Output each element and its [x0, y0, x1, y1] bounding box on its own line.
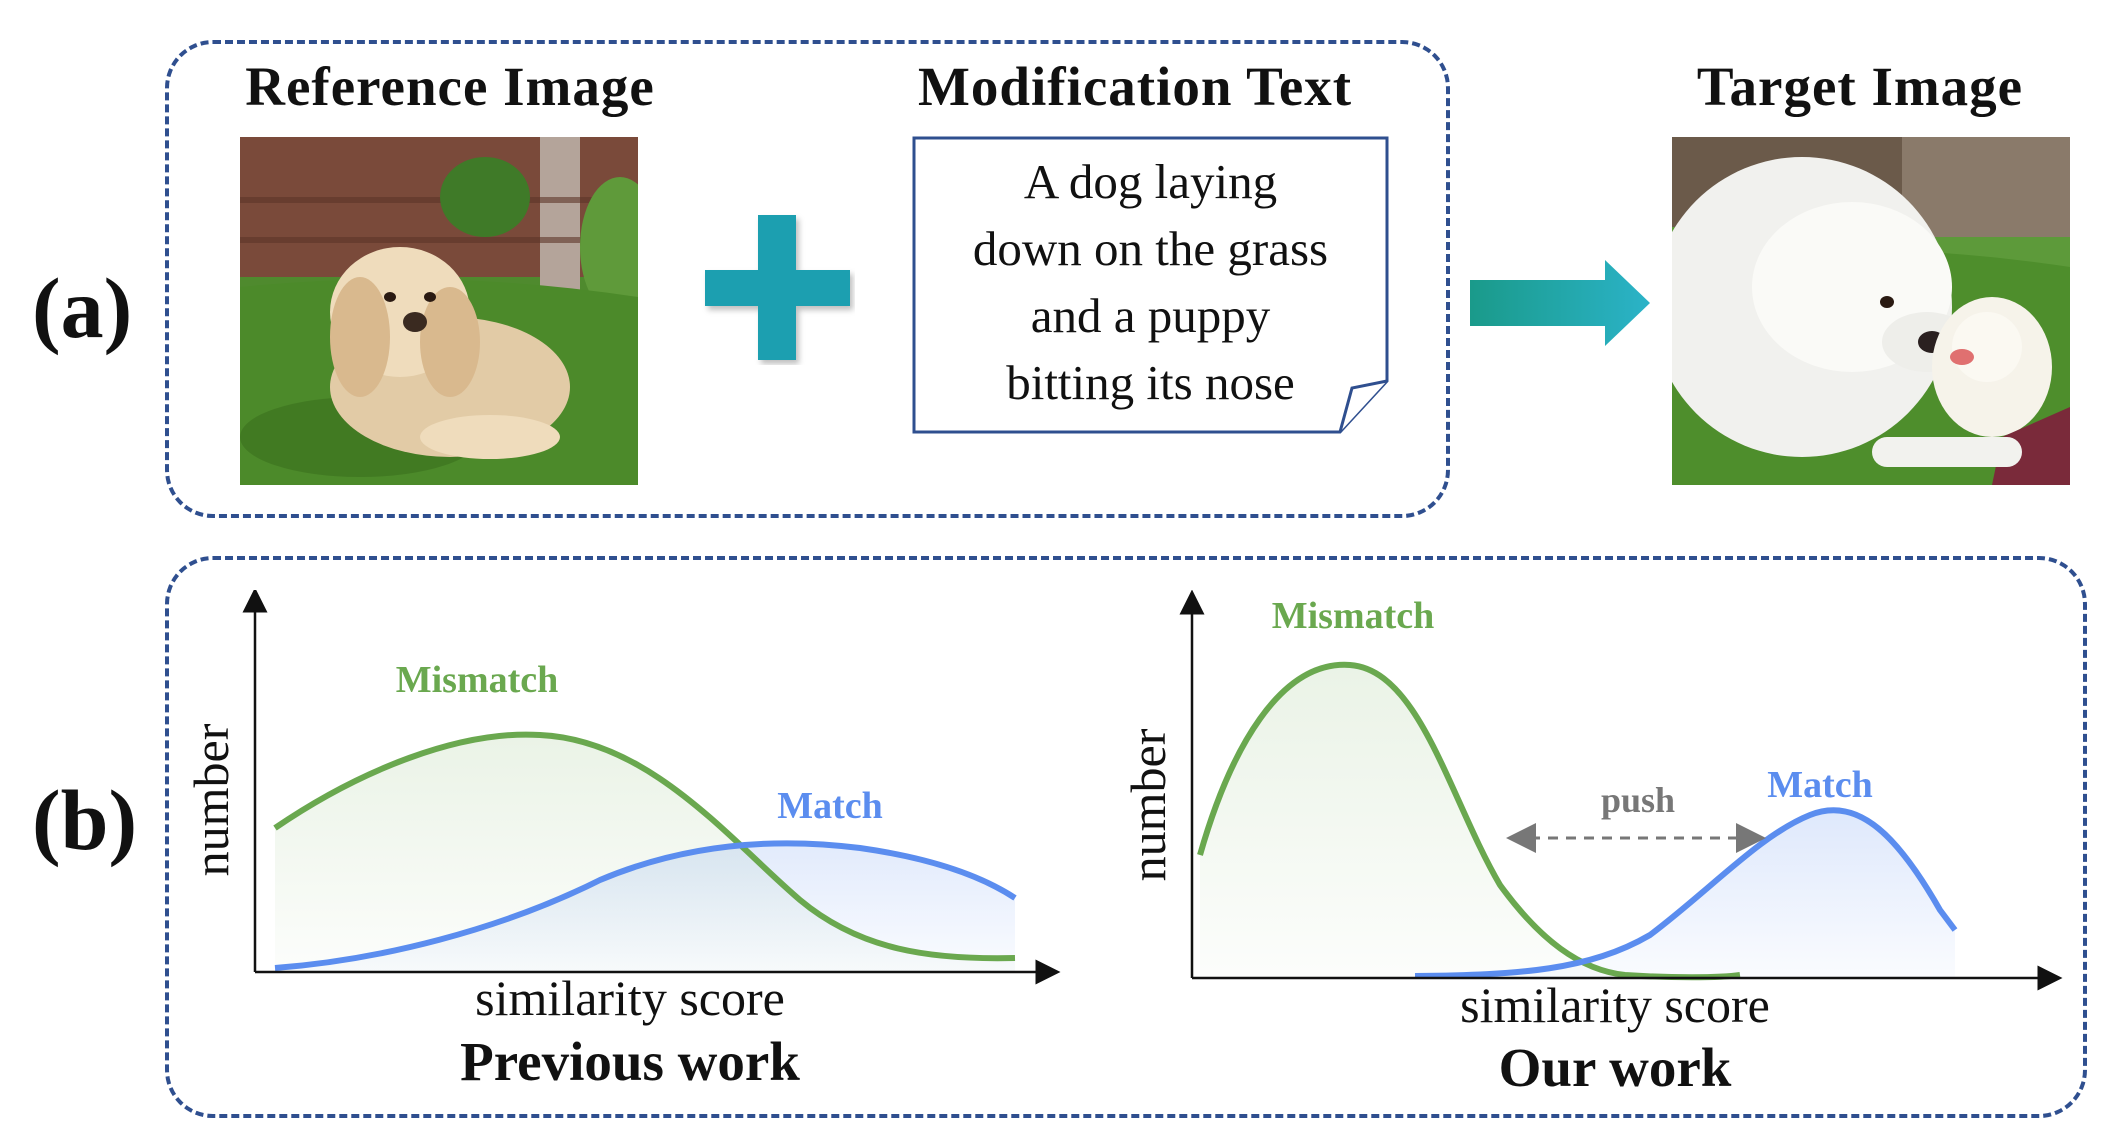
x-axis-label: similarity score	[475, 970, 785, 1026]
mismatch-curve	[1197, 661, 1741, 981]
match-label: Match	[1767, 764, 1873, 806]
modification-text-header: Modification Text	[917, 56, 1353, 117]
mismatch-area	[1200, 664, 1740, 978]
our-work-caption: Our work	[1499, 1037, 1732, 1098]
modification-note	[912, 136, 1389, 434]
y-axis-label: number	[1120, 728, 1176, 881]
our-work-chart: push Mismatch Match number similarity sc…	[1120, 590, 2063, 1098]
previous-work-chart: Mismatch Match number similarity score P…	[183, 590, 1061, 1092]
match-area	[275, 843, 1015, 972]
reference-image-header: Reference Image	[245, 56, 655, 117]
mismatch-area	[275, 734, 1015, 972]
plus-icon	[700, 210, 855, 365]
right-arrow-icon	[1465, 258, 1655, 348]
x-axis-label: similarity score	[1460, 977, 1770, 1033]
panel-a-frame	[165, 40, 1450, 518]
modification-text-line: and a puppy	[1030, 288, 1271, 343]
mismatch-label: Mismatch	[396, 659, 559, 701]
mismatch-curve	[273, 731, 1016, 962]
match-curve	[274, 840, 1017, 971]
target-image-header: Target Image	[1696, 56, 2024, 117]
reference-photo	[240, 137, 638, 485]
match-label: Match	[777, 785, 883, 827]
white-dog-and-puppy-on-grass-photo	[1672, 137, 2070, 485]
mismatch-label: Mismatch	[1272, 595, 1435, 637]
match-area	[1415, 810, 1955, 978]
push-label: push	[1601, 780, 1675, 820]
cocker-spaniel-lying-on-grass-photo	[240, 137, 638, 485]
y-axis-label: number	[183, 723, 239, 876]
target-photo	[1672, 137, 2070, 485]
panel-b-frame	[165, 556, 2087, 1118]
modification-text-line: bitting its nose	[1006, 355, 1295, 410]
match-curve	[1414, 807, 1958, 979]
previous-work-caption: Previous work	[460, 1031, 800, 1092]
panel-b-label: (b)	[32, 772, 138, 868]
modification-text: A dog laying down on the grass and a pup…	[912, 148, 1389, 416]
modification-text-line: A dog laying	[1023, 154, 1278, 209]
panel-a-label: (a)	[32, 260, 133, 356]
modification-text-line: down on the grass	[972, 221, 1329, 276]
